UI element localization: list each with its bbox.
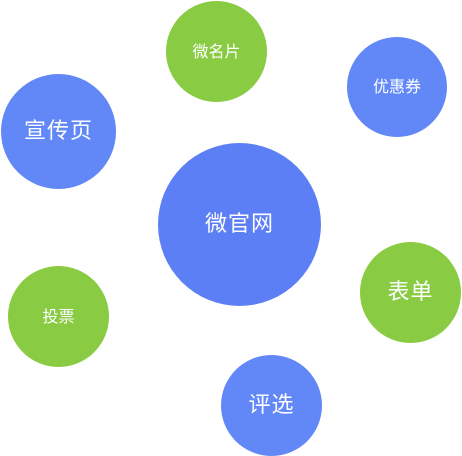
coupon-label: 优惠券 [372,77,421,96]
vote-label: 投票 [42,306,75,326]
micro-website-label: 微官网 [204,211,274,237]
micro-website-bubble[interactable]: 微官网 [158,143,321,306]
selection-bubble[interactable]: 评选 [221,355,322,456]
vote-bubble[interactable]: 投票 [8,266,109,367]
micro-card-label: 微名片 [192,41,241,61]
selection-label: 评选 [248,392,295,418]
promotion-page-bubble[interactable]: 宣传页 [1,74,116,189]
coupon-bubble[interactable]: 优惠券 [347,37,447,137]
form-label: 表单 [387,279,434,305]
form-bubble[interactable]: 表单 [360,242,461,343]
promotion-page-label: 宣传页 [23,118,93,144]
micro-card-bubble[interactable]: 微名片 [166,1,267,102]
